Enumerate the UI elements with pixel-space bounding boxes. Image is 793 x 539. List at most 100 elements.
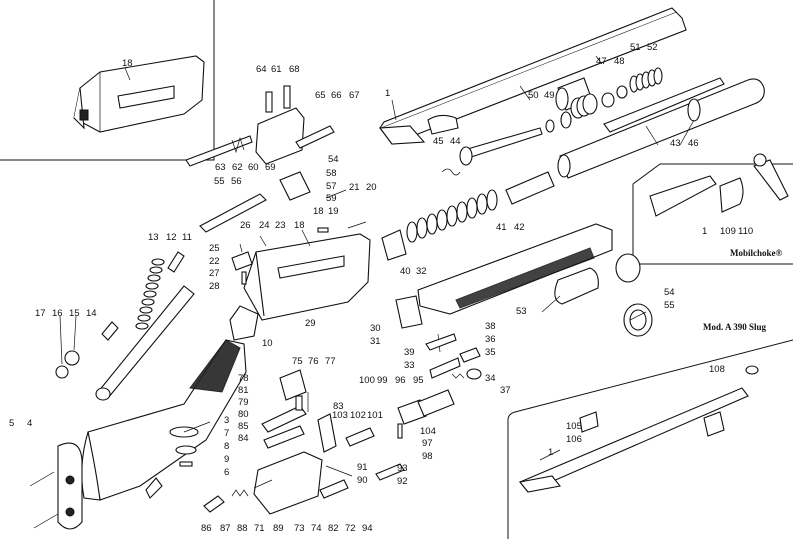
callout-96: 94 — [362, 523, 373, 534]
callout-42: 41 — [496, 222, 507, 233]
callout-48: 47 — [596, 56, 607, 67]
callout-18b: 18 — [294, 220, 305, 231]
callout-9: 9 — [224, 454, 229, 465]
slug-caption: Mod. A 390 Slug — [703, 322, 767, 332]
callout-7: 7 — [224, 428, 229, 439]
receiver-inset-drawing — [73, 55, 205, 133]
callout-32: 31 — [370, 336, 381, 347]
leader-lines — [59, 67, 695, 461]
callout-1: 1 — [385, 88, 390, 99]
slug-barrel-drawing — [518, 365, 759, 493]
callout-labels: 18 1 64 61 68 65 66 67 63 62 60 69 54 58… — [9, 42, 783, 534]
callout-76: 74 — [311, 523, 322, 534]
gas-parts — [441, 67, 663, 176]
callout-10: 10 — [262, 338, 273, 349]
buttplate — [57, 442, 83, 530]
callout-11: 11 — [182, 232, 192, 243]
callout-106: 104 — [420, 426, 436, 437]
callout-8: 8 — [224, 441, 229, 452]
callout-93: 91 — [357, 462, 368, 473]
callout-37: 36 — [485, 334, 496, 345]
bolt-group — [185, 85, 367, 233]
callout-33: 32 — [416, 266, 427, 277]
callout-36: 35 — [485, 347, 496, 358]
callout-70: 67 — [349, 90, 360, 101]
callout-34: 33 — [404, 360, 415, 371]
callout-102: 100 — [359, 375, 375, 386]
callout-30: 29 — [305, 318, 316, 329]
callout-99: 97 — [422, 438, 433, 449]
callout-73: 71 — [254, 523, 265, 534]
callout-17: 17 — [35, 308, 46, 319]
callout-86: 84 — [238, 433, 249, 444]
callout-98: 96 — [395, 375, 406, 386]
callout-56: 55 — [664, 300, 675, 311]
trigger-group — [203, 369, 455, 515]
callout-46: 45 — [433, 136, 444, 147]
callout-81: 79 — [238, 397, 249, 408]
callout-103: 101 — [367, 410, 383, 421]
callout-61: 58 — [326, 168, 337, 179]
callout-53: 52 — [647, 42, 658, 53]
callout-91: 89 — [273, 523, 284, 534]
callout-28: 27 — [209, 268, 220, 279]
callout-92: 90 — [357, 475, 368, 486]
callout-78: 76 — [308, 356, 319, 367]
callout-40: 39 — [404, 347, 415, 358]
callout-71: 68 — [289, 64, 300, 75]
callout-105: 103 — [332, 410, 348, 421]
callout-21: 20 — [366, 182, 377, 193]
callout-12: 12 — [166, 232, 177, 243]
callout-85: 83 — [333, 401, 344, 412]
magazine-tube — [557, 77, 765, 179]
callout-63: 60 — [248, 162, 259, 173]
callout-95: 93 — [397, 463, 408, 474]
callout-59: 56 — [231, 176, 242, 187]
callout-94: 92 — [397, 476, 408, 487]
callout-77: 75 — [292, 356, 303, 367]
receiver-inset-frame — [0, 0, 215, 161]
callout-74: 72 — [345, 523, 356, 534]
safety-parts — [231, 235, 267, 285]
callout-57: 54 — [328, 154, 339, 165]
callout-23: 22 — [209, 256, 220, 267]
callout-68: 65 — [315, 90, 326, 101]
callout-14: 14 — [86, 308, 97, 319]
callout-52: 51 — [630, 42, 641, 53]
callout-84: 82 — [328, 523, 339, 534]
callout-16: 16 — [52, 308, 63, 319]
callout-55: 54 — [664, 287, 675, 298]
callout-97: 95 — [413, 375, 424, 386]
callout-72: 69 — [265, 162, 276, 173]
callout-31: 30 — [370, 323, 381, 334]
mobilchoke-caption: Mobilchoke® — [730, 248, 783, 258]
callout-100: 98 — [422, 451, 433, 462]
callout-87: 85 — [238, 421, 249, 432]
stock — [81, 339, 247, 501]
slug-inset-frame — [507, 339, 793, 539]
callout-79: 77 — [325, 356, 336, 367]
callout-54: 53 — [516, 306, 527, 317]
callout-25: 24 — [259, 220, 270, 231]
callout-104: 102 — [350, 410, 366, 421]
callout-67: 64 — [256, 64, 267, 75]
callout-82: 80 — [238, 409, 249, 420]
callout-51: 50 — [528, 90, 539, 101]
callout-90: 88 — [237, 523, 248, 534]
callout-38: 37 — [500, 385, 511, 396]
callout-83: 81 — [238, 385, 249, 396]
callout-101: 99 — [377, 375, 388, 386]
mobilchoke-drawing — [649, 153, 789, 217]
callout-3: 3 — [224, 415, 229, 426]
callout-29: 28 — [209, 281, 220, 292]
action-spring — [381, 171, 555, 261]
barrel — [378, 7, 687, 145]
callout-60: 57 — [326, 181, 337, 192]
callout-107: 105 — [566, 421, 582, 432]
callout-39: 38 — [485, 321, 496, 332]
callout-20: 19 — [328, 206, 339, 217]
callout-66: 63 — [215, 162, 226, 173]
callout-1c: 1 — [548, 447, 553, 458]
callout-109: 108 — [709, 364, 725, 375]
